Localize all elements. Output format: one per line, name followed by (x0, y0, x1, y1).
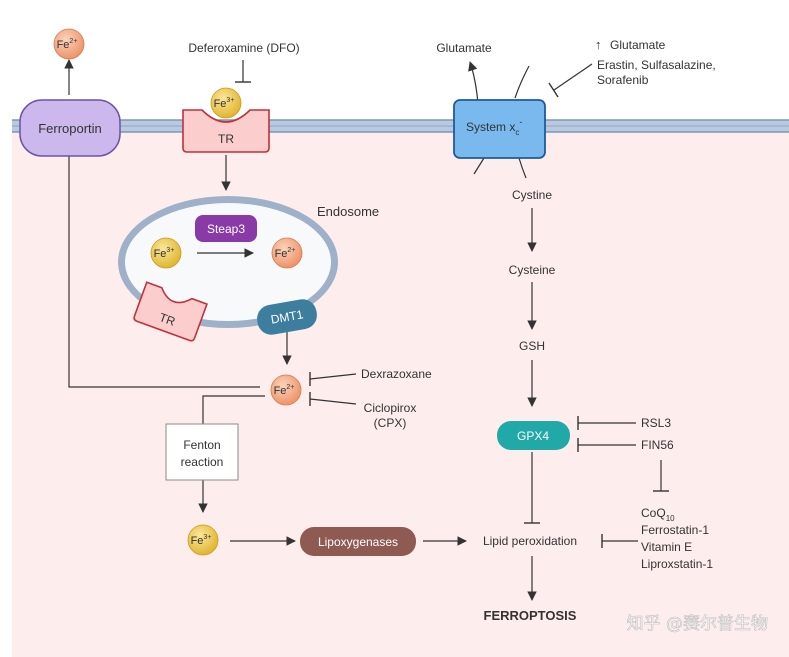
svg-text:Fenton: Fenton (183, 438, 220, 452)
svg-text:TR: TR (157, 310, 177, 329)
gpx4-enzyme: GPX4 (497, 421, 570, 450)
svg-text:System xc-: System xc- (466, 117, 522, 137)
deferoxamine-label: Deferoxamine (DFO) (188, 41, 299, 55)
glutamate-export-label: Glutamate (436, 41, 492, 55)
erastin-label: Erastin, Sulfasalazine, (597, 58, 716, 72)
svg-text:DMT1: DMT1 (270, 307, 305, 327)
svg-text:Steap3: Steap3 (207, 222, 245, 236)
fin56-label: FIN56 (641, 438, 674, 452)
gsh-label: GSH (519, 339, 545, 353)
lipid-peroxidation-label: Lipid peroxidation (483, 534, 577, 548)
dmt1-transporter: DMT1 (257, 299, 317, 335)
svg-text:GPX4: GPX4 (517, 429, 549, 443)
tr-label: TR (218, 132, 234, 146)
dexrazoxane-inhibit-line (309, 373, 357, 380)
plasma-membrane (12, 119, 789, 133)
glutamate-increase-label: Glutamate (610, 38, 666, 52)
erastin-inhibit-bar (548, 82, 559, 98)
svg-text:Fe3+: Fe3+ (154, 247, 175, 260)
lipoxygenases-enzyme: Lipoxygenases (300, 527, 416, 556)
liproxstatin-label: Liproxstatin-1 (641, 557, 713, 571)
ferroptosis-label: FERROPTOSIS (484, 608, 577, 623)
svg-text:Fe2+: Fe2+ (274, 384, 295, 397)
svg-text:Fe2+: Fe2+ (57, 38, 78, 51)
vitamin-e-label: Vitamin E (641, 540, 692, 554)
cysteine-label: Cysteine (509, 263, 556, 277)
steap3-enzyme: Steap3 (195, 215, 257, 242)
ciclopirox-label: Ciclopirox (364, 401, 417, 415)
fe2-ion-cytosol: Fe2+ (270, 374, 302, 406)
fe3-ion-cytosol: Fe3+ (187, 524, 219, 556)
svg-text:Fe2+: Fe2+ (275, 247, 296, 260)
svg-text:Fe3+: Fe3+ (191, 534, 212, 547)
fe2-ion-exported: Fe2+ (53, 28, 85, 60)
svg-text:Fe3+: Fe3+ (214, 97, 235, 110)
fe3-ion-endosome: Fe3+ (150, 237, 182, 269)
rsl3-label: RSL3 (641, 416, 671, 430)
fenton-reaction-box: Fenton reaction (165, 423, 239, 481)
ferrostatin-label: Ferrostatin-1 (641, 523, 709, 537)
glutamate-export-arrow (468, 61, 479, 105)
coq10-label: CoQ10 (641, 506, 675, 523)
xc-cytoplasm-line-left (473, 157, 485, 175)
erastin-inhibit-line (553, 63, 593, 91)
fe2-to-fenton-line (202, 395, 265, 424)
xc-cytoplasm-line-right (518, 157, 527, 179)
svg-text:reaction: reaction (181, 455, 224, 469)
ferroportin-transporter: Ferroportin (19, 99, 121, 157)
cytoplasm-region (12, 126, 789, 657)
cpx-inhibit-line (309, 398, 357, 405)
dexrazoxane-label: Dexrazoxane (361, 367, 432, 381)
fe3-ion-bound-tr: Fe3+ (210, 87, 242, 119)
svg-text:Lipoxygenases: Lipoxygenases (318, 535, 398, 549)
ferroportin-label: Ferroportin (38, 121, 102, 136)
transferrin-receptor-endosome: TR (133, 281, 208, 342)
cystine-import-line (514, 65, 530, 99)
fe2-ion-endosome: Fe2+ (271, 237, 303, 269)
glutamate-increase-icon: ↑ (595, 37, 602, 52)
ciclopirox-abbrev-label: (CPX) (374, 416, 407, 430)
sorafenib-label: Sorafenib (597, 73, 649, 87)
system-xc-transporter: System xc- (453, 99, 546, 159)
cystine-label: Cystine (512, 188, 552, 202)
fe2-to-ferroportin-line (68, 155, 260, 388)
endosome-label: Endosome (317, 204, 379, 219)
transferrin-receptor-membrane: TR (182, 109, 270, 153)
watermark-text: 知乎 @赛尔普生物 (627, 613, 768, 634)
